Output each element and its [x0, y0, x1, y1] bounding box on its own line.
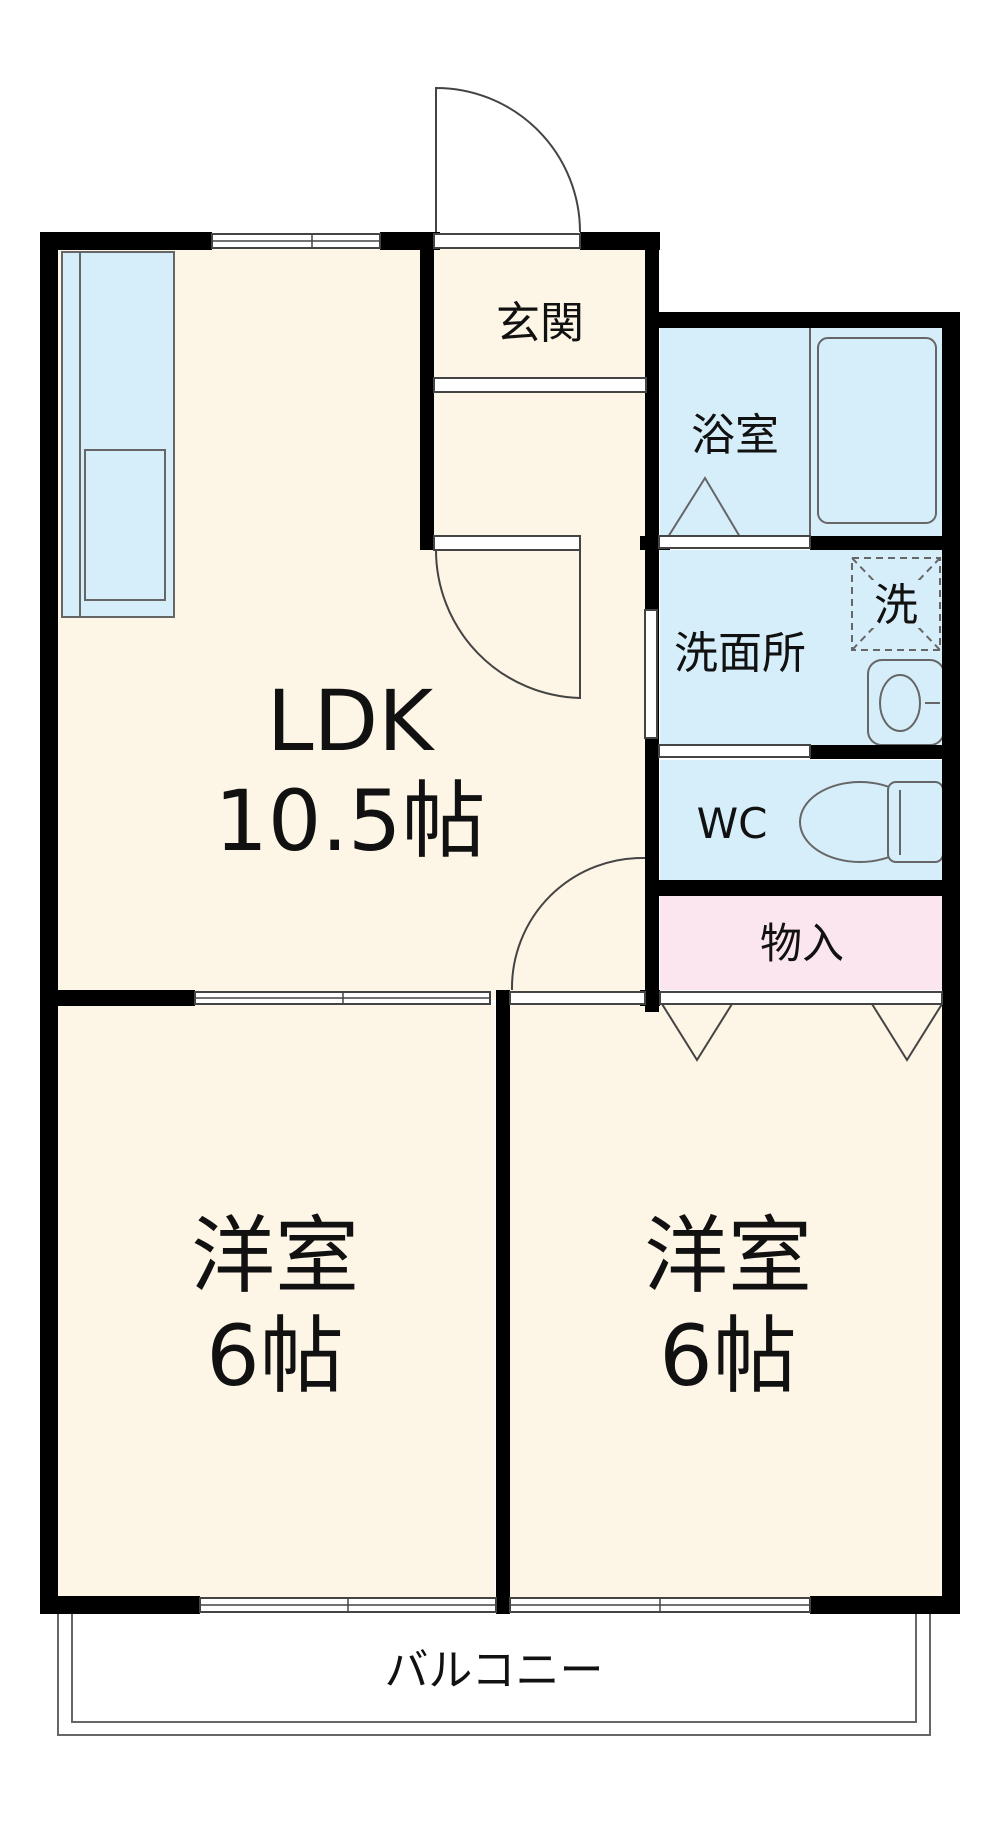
bathroom-fixtures [667, 320, 937, 540]
ldk-door-swing-icon [435, 549, 581, 700]
wall-washroom-wc [810, 745, 960, 759]
wall-top-ldk-left [40, 232, 212, 250]
storage-door-frame [659, 991, 943, 1005]
western-room-left-size-label: 6帖 [206, 1307, 343, 1405]
storage-floor [660, 895, 950, 990]
western-room-left-floor [50, 1005, 495, 1600]
storage-label: 物入 [760, 919, 844, 968]
storage-door-right-swing-icon [871, 1003, 943, 1062]
wall-top-bath [650, 312, 960, 328]
balcony-label: バルコニー [384, 1645, 603, 1696]
wall-right-lower [942, 312, 960, 1614]
wall-entrance-right [645, 232, 659, 320]
western-room-right-floor [510, 1005, 950, 1600]
western-room-left-name-label: 洋室 [191, 1207, 359, 1305]
wall-ldk-bottom-left [40, 990, 195, 1006]
windows [194, 233, 943, 1613]
wc-fixtures [799, 781, 944, 863]
washroom-wc-door [658, 744, 811, 758]
kitchen-sink-icon [84, 449, 166, 601]
ldk-name-label: LDK [267, 672, 435, 770]
entrance-label: 玄関 [496, 298, 584, 349]
labels: 玄関 浴室 洗面所 洗 WC 物入 LDK 10.5帖 洋室 6帖 洋室 6帖 … [191, 298, 918, 1696]
bathroom-label: 浴室 [691, 410, 779, 461]
entrance-step [433, 377, 647, 393]
kitchen-counter [61, 251, 175, 618]
door-swings [435, 86, 943, 1062]
washroom-label: 洗面所 [674, 628, 806, 679]
balcony [57, 1614, 931, 1736]
toilet-tank-icon [887, 781, 944, 863]
western-room-right-name-label: 洋室 [644, 1207, 812, 1305]
wall-bottom-left [40, 1596, 200, 1614]
room-right-door-swing-icon [510, 856, 646, 991]
wall-bath-washroom [810, 536, 960, 550]
balcony-outline [57, 1614, 931, 1736]
entrance-inner-opening [433, 535, 581, 551]
wall-left [40, 232, 58, 1614]
wall-top-entrance-right [580, 232, 660, 250]
western-room-right-size-label: 6帖 [659, 1307, 796, 1405]
bath-door-frame [658, 535, 811, 549]
washer-label: 洗 [874, 580, 918, 631]
ldk-size-label: 10.5帖 [214, 772, 485, 870]
bathtub-icon [817, 337, 937, 524]
storage-door-left-swing-icon [661, 1003, 733, 1062]
bathroom-door-swing-icon [667, 476, 741, 538]
entrance-door-frame [433, 233, 581, 249]
wall-entrance-left [420, 232, 434, 550]
wall-bottom-right [810, 1596, 960, 1614]
washer-space-icon [851, 557, 941, 651]
wall-rooms-divider [496, 990, 510, 1614]
front-door-swing-icon [435, 86, 581, 233]
ldk-room-right-door [509, 991, 646, 1005]
wc-label: WC [697, 799, 768, 848]
washroom-opening [644, 609, 658, 739]
wall-wc-storage [645, 880, 960, 896]
